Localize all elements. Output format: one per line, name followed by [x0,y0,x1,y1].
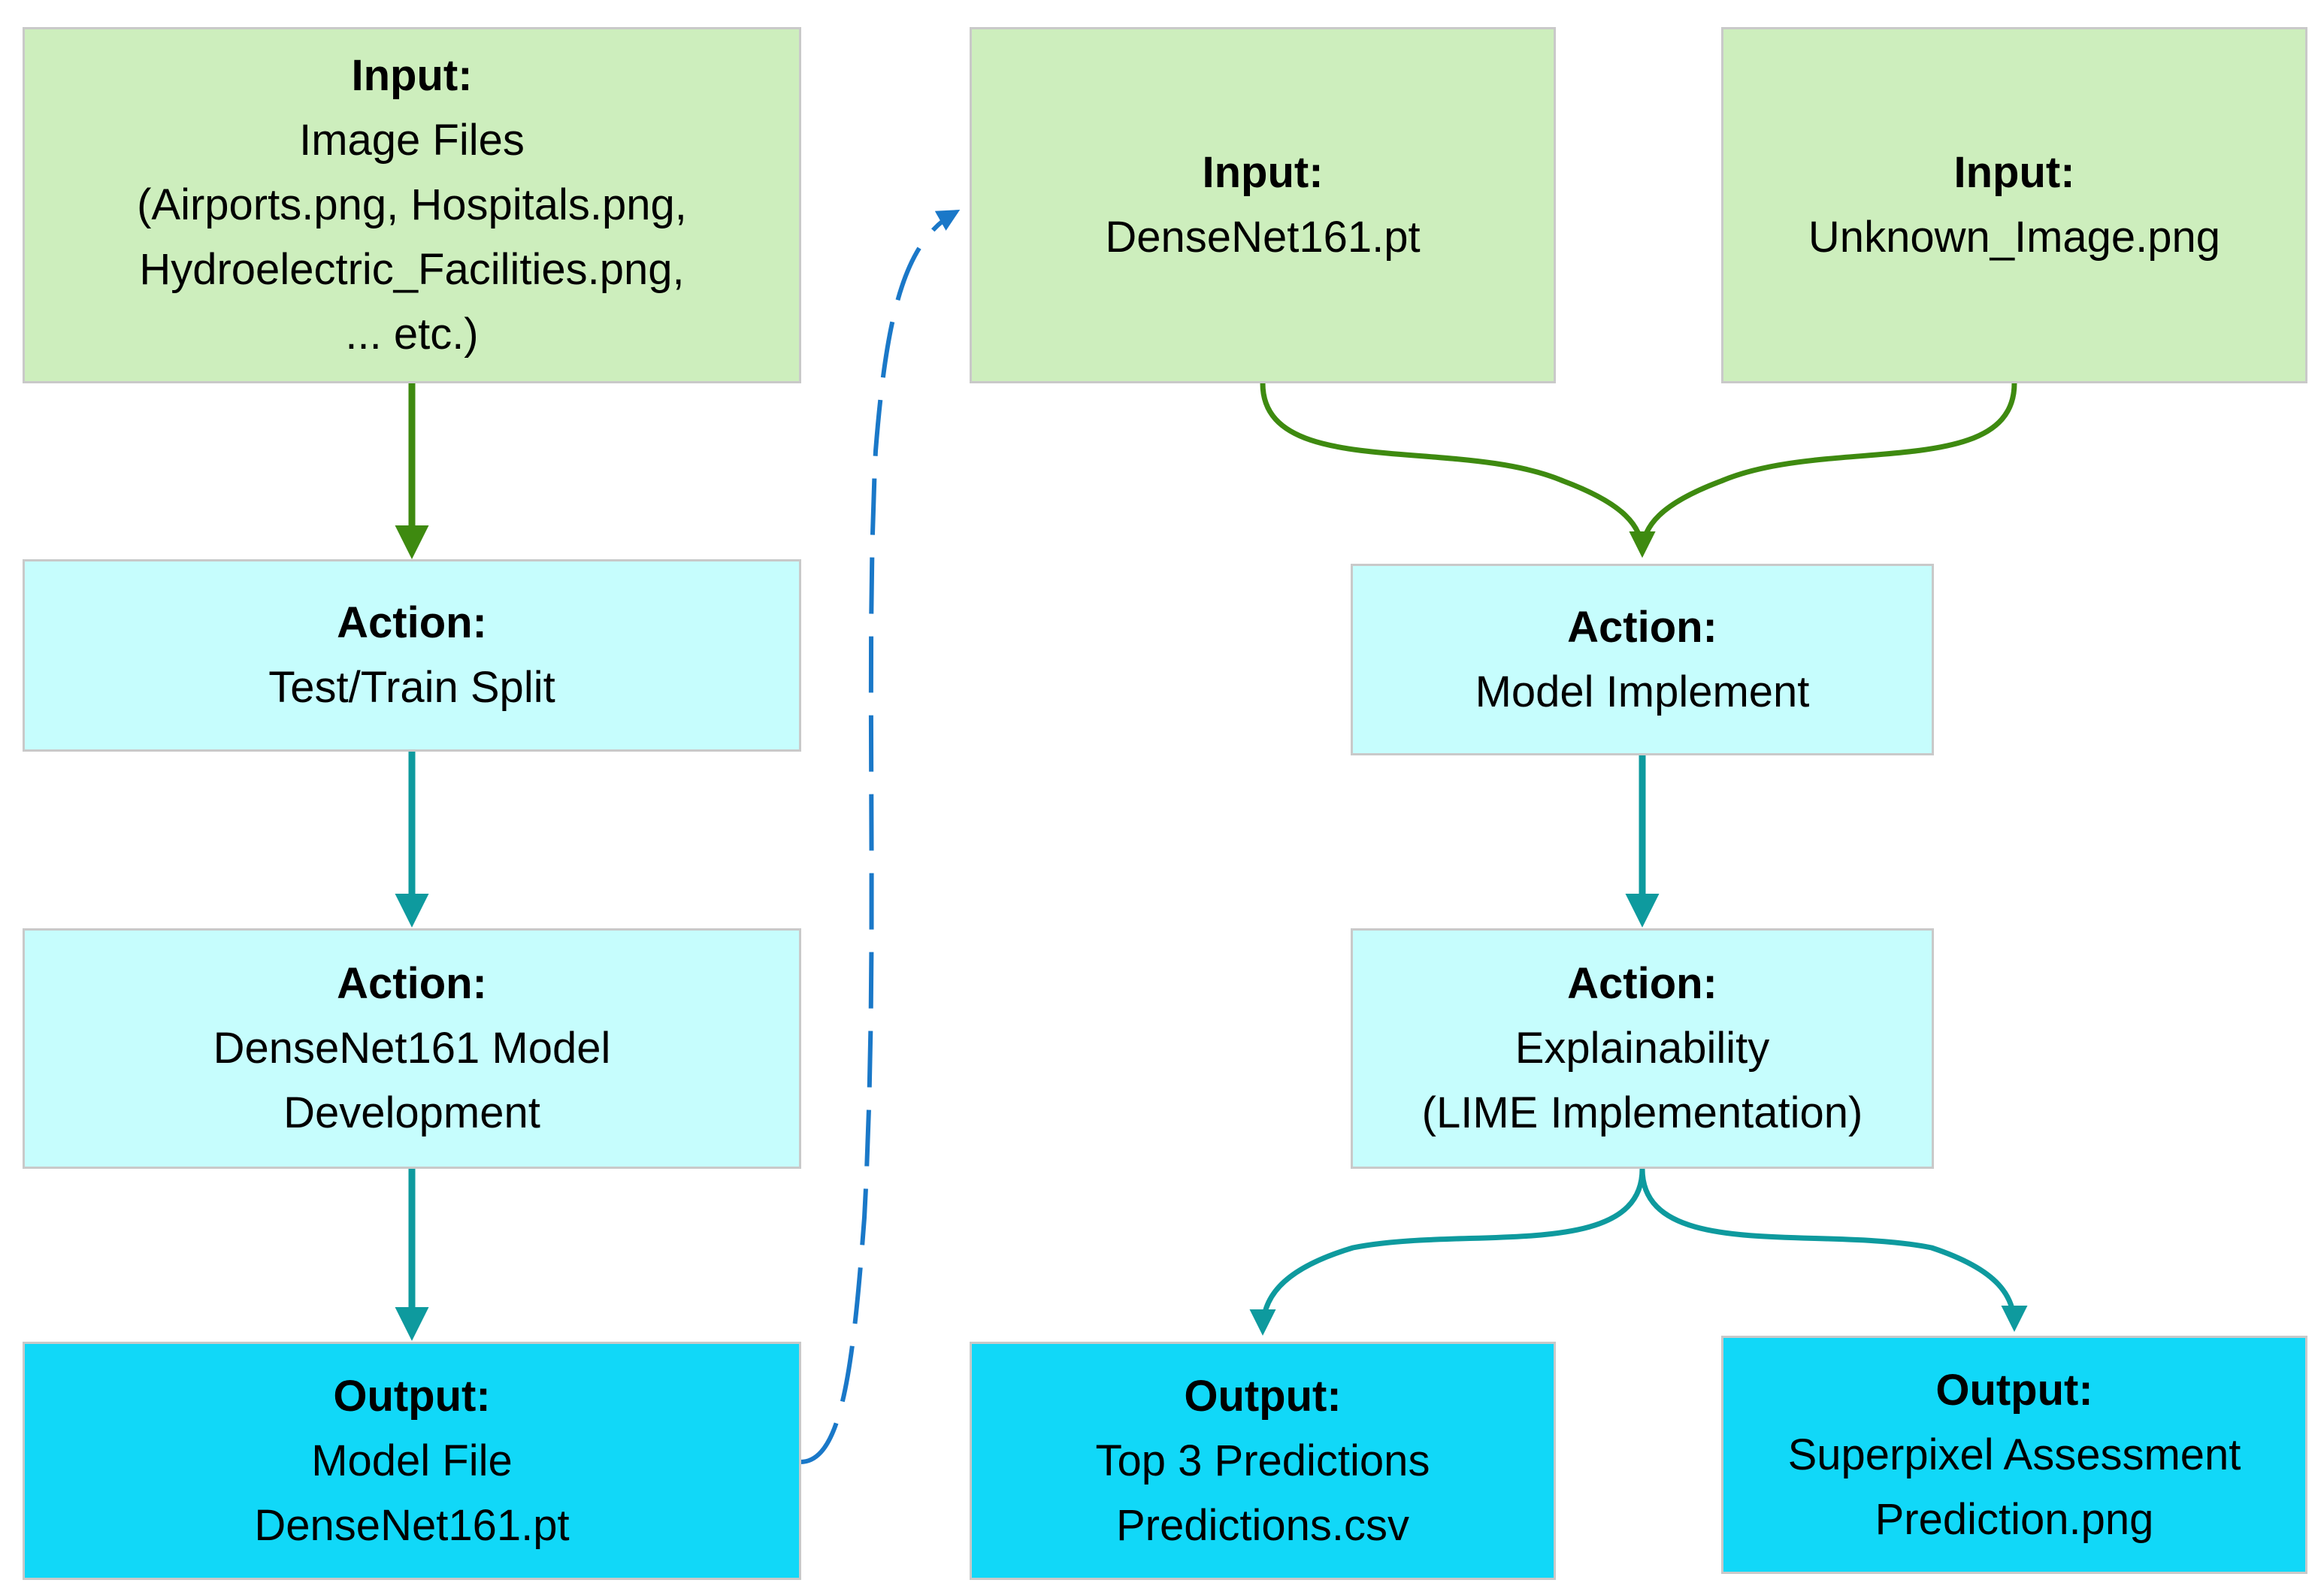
input-densenet-box: Input: DenseNet161.pt [970,27,1556,383]
output-top3-box: Output: Top 3 Predictions Predictions.cs… [970,1342,1556,1580]
box-line: (LIME Implementation) [1421,1088,1863,1137]
arrow-unknown-image-to-implement [1629,383,2017,558]
action-explainability-box: Action: Explainability (LIME Implementat… [1351,928,1934,1169]
box-heading: Action: [337,598,487,647]
box-line: Development [283,1088,540,1137]
box-line: Model Implement [1475,667,1810,716]
output-model-file-box: Output: Model File DenseNet161.pt [23,1342,801,1580]
box-line: Top 3 Predictions [1095,1436,1430,1485]
box-heading: Input: [351,51,473,100]
box-line: DenseNet161.pt [1105,213,1421,262]
box-line: Hydroelectric_Facilities.png, [139,245,685,294]
box-line: Prediction.png [1875,1494,2154,1544]
action-implement-box: Action: Model Implement [1351,564,1934,755]
arrow-explainability-to-superpixel [1639,1168,2028,1332]
arrow-explainability-to-top3 [1249,1168,1645,1336]
box-line: DenseNet161 Model [213,1024,611,1073]
input-image-files-box: Input: Image Files (Airports.png, Hospit… [23,27,801,383]
output-superpixel-box: Output: Superpixel Assessment Prediction… [1721,1336,2307,1574]
box-line: Image Files [299,116,525,165]
box-heading: Output: [1935,1365,2093,1415]
box-line: Superpixel Assessment [1787,1430,2241,1479]
action-split-box: Action: Test/Train Split [23,559,801,752]
arrow-densenet-to-implement [1260,383,1656,558]
box-heading: Output: [333,1371,491,1421]
box-heading: Input: [1953,148,2075,197]
box-line: Predictions.csv [1115,1500,1410,1550]
box-heading: Input: [1202,148,1324,197]
box-line: Test/Train Split [268,663,555,712]
action-development-box: Action: DenseNet161 Model Development [23,928,801,1169]
box-line: ... etc.) [345,310,479,359]
arrow-model-file-to-densenet-dashed [800,210,961,1464]
box-heading: Action: [1567,959,1717,1008]
box-line: Model File [311,1436,513,1485]
box-line: (Airports.png, Hospitals.png, [137,180,687,229]
input-unknown-image-box: Input: Unknown_Image.png [1721,27,2307,383]
box-heading: Output: [1184,1371,1342,1421]
box-heading: Action: [1567,602,1717,652]
box-line: Unknown_Image.png [1808,213,2221,262]
box-line: DenseNet161.pt [254,1500,570,1550]
box-line: Explainability [1515,1024,1770,1073]
box-heading: Action: [337,959,487,1008]
